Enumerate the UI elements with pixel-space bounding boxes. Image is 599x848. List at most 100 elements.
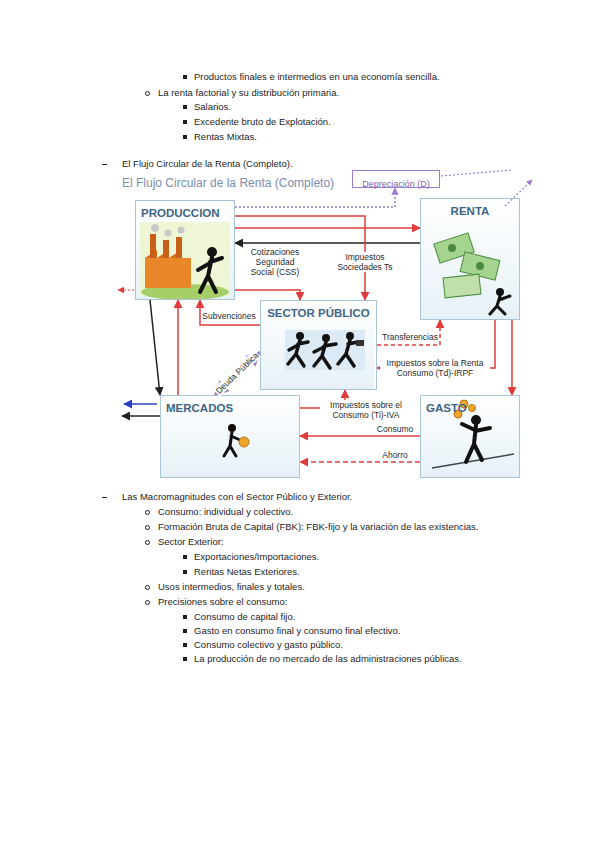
illustration-part (151, 224, 159, 232)
bullet-marker (183, 570, 187, 574)
bullet-marker (183, 555, 187, 559)
illustration-part (161, 396, 299, 477)
illustration-part (476, 262, 484, 270)
document-line: Formación Bruta de Capital (FBK): FBK-fi… (158, 521, 479, 533)
document-line: Sector Exterior: (158, 536, 223, 548)
flow-sector-box: GASTO (420, 395, 520, 478)
flow-arrow (150, 300, 160, 395)
bullet-marker (183, 629, 187, 633)
flow-arrow (235, 242, 420, 244)
document-line: Gasto en consumo final y consumo final e… (194, 625, 400, 637)
document-line: Precisiones sobre el consumo: (158, 596, 287, 608)
illustration-part (145, 258, 191, 288)
document-line: Las Macromagnitudes con el Sector Públic… (122, 491, 352, 503)
illustration-part (150, 234, 156, 258)
flow-arrow (200, 300, 260, 325)
bullet-marker (145, 600, 150, 605)
document-line: Rentas Netas Exteriores. (194, 566, 300, 578)
flow-sector-box: RENTA (420, 198, 520, 320)
illustration-part (124, 403, 157, 405)
bullet-marker (183, 643, 187, 647)
factory-picture (140, 222, 230, 300)
illustration-part (198, 257, 222, 292)
illustration-part (314, 342, 336, 368)
box-heading: GASTO (426, 402, 467, 414)
document-line: Consumo: individual y colectivo. (158, 506, 293, 518)
document-line: Consumo colectivo y gasto público. (194, 639, 343, 651)
flow-arrow (511, 320, 513, 395)
illustration-part (122, 415, 160, 417)
runners-picture (285, 330, 365, 370)
bullet-marker (145, 91, 150, 96)
illustration-part (261, 301, 374, 389)
illustration-part (462, 424, 490, 462)
box-heading: Depreciación (D) (362, 179, 430, 189)
market-picture (224, 424, 249, 456)
document-line: Rentas Mixtas. (194, 131, 257, 143)
flow-label: Cotizaciones Seguridad Social (CSS) (245, 247, 305, 277)
document-line: Productos finales e intermedios en una e… (194, 71, 440, 83)
outer-flows (118, 170, 532, 416)
flow-label: Impuestos sobre la Renta Consumo (Td)-IR… (380, 358, 490, 378)
bullet-marker (102, 497, 107, 498)
document-line: La producción de no mercado de las admin… (194, 653, 462, 665)
document-line: Salarios. (194, 101, 231, 113)
depreciation-box: Depreciación (D) (352, 170, 440, 188)
flow-sector-box: SECTOR PÚBLICO (260, 300, 377, 390)
flow-arrow (177, 300, 179, 395)
illustration-part (140, 222, 230, 296)
illustration-part (338, 340, 358, 366)
illustration-part (441, 170, 512, 176)
flow-sector-box: PRODUCCION (135, 200, 235, 300)
flow-arrow (235, 290, 300, 300)
flow-arrow (377, 320, 440, 345)
illustration-part (356, 340, 364, 346)
bullet-marker (183, 657, 187, 661)
illustration-part (163, 240, 169, 258)
illustration-part (288, 340, 308, 366)
flow-label: Impuestos Sociedades Ts (333, 252, 397, 272)
bullet-marker (183, 120, 187, 124)
flow-arrow (300, 461, 420, 463)
bullet-marker (145, 585, 150, 590)
flow-label: Transferencias (381, 332, 439, 342)
illustration-part (224, 432, 240, 456)
bullet-marker (183, 135, 187, 139)
document-line: La renta factorial y su distribución pri… (158, 87, 339, 99)
illustration-part (178, 227, 185, 234)
bullet-marker (145, 510, 150, 515)
flow-arrow (300, 435, 420, 437)
flow-arrow (235, 227, 420, 229)
bullet-marker (102, 164, 107, 165)
document-line: Usos intermedios, finales y totales. (158, 581, 305, 593)
illustration-part (165, 230, 172, 237)
illustration-part (136, 201, 234, 299)
flow-label: Deuda Pública (213, 350, 261, 397)
bullet-marker (145, 540, 150, 545)
bullet-marker (145, 525, 150, 530)
illustration-part (118, 289, 134, 290)
document-line: Exportaciones/Importaciones. (194, 551, 319, 563)
document-line: Consumo de capital fijo. (194, 611, 295, 623)
box-heading: SECTOR PÚBLICO (267, 307, 370, 319)
illustration-part (448, 244, 456, 252)
bullet-marker (183, 105, 187, 109)
illustration-part (432, 454, 514, 468)
illustration-part (505, 180, 532, 206)
illustration-part (421, 199, 519, 319)
illustration-part (421, 396, 519, 477)
illustration-part (176, 237, 182, 258)
document-line: Excedente bruto de Explotación. (194, 116, 331, 128)
illustration-part (443, 274, 481, 298)
flow-label: Ahorro (381, 450, 409, 460)
box-grounds (136, 199, 519, 477)
money-picture (434, 233, 510, 314)
document-line: El Flujo Circular de la Renta (Completo)… (122, 158, 293, 170)
flow-label: Impuestos sobre el Consumo (Ti)-IVA (320, 400, 412, 420)
bullet-marker (183, 615, 187, 619)
flow-sector-box: MERCADOS (160, 395, 300, 478)
flow-label: Subvenciones (201, 311, 256, 321)
illustration-part (469, 405, 476, 412)
illustration-part (239, 437, 249, 447)
diagram-title: El Flujo Circular de la Renta (Completo) (122, 176, 334, 190)
